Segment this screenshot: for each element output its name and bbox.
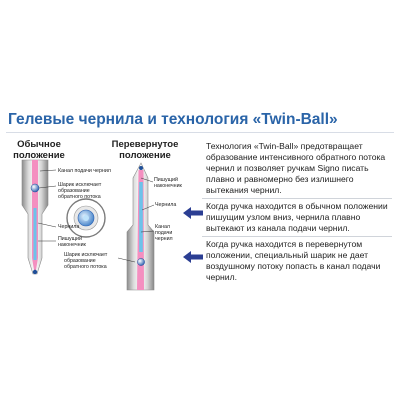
label-right-writing-tip: Пишущий наконечник: [154, 177, 182, 189]
label-writing-tip: Пишущий наконечник: [58, 236, 86, 248]
left-pen: [21, 159, 49, 275]
label-right-ink-channel: Канал подачи чернил: [155, 224, 173, 242]
left-heading: Обычное положение: [13, 139, 65, 161]
separator-1: [202, 198, 392, 199]
label-right-ball-prevents: Шарик исключает образование обратного по…: [64, 252, 108, 270]
label-right-ink: Чернила: [155, 202, 177, 208]
right-twin-ball: [137, 258, 145, 266]
left-twin-ball: [30, 183, 40, 193]
right-blue-ink: [139, 182, 143, 252]
right-tip-ball: [139, 166, 143, 170]
arrow-left-icon: [183, 251, 203, 263]
arrow-left-icon: [183, 207, 203, 219]
label-ink: Чернила: [58, 224, 80, 230]
label-ink-channel: Канал подачи чернил: [58, 168, 111, 174]
inverted-paragraph: Когда ручка находится в перевернутом пол…: [206, 239, 381, 282]
right-pen: [126, 162, 155, 291]
right-heading: Перевернутое положение: [111, 139, 179, 161]
leader-lines: [37, 169, 155, 263]
separator-2: [202, 236, 392, 237]
label-ball-prevents: Шарик исключает образование обратного по…: [58, 182, 102, 200]
left-tip-ball: [32, 269, 38, 275]
left-blue-ink: [33, 208, 37, 260]
title-divider: [6, 132, 394, 133]
normal-paragraph: Когда ручка находится в обычном положени…: [206, 201, 388, 233]
intro-paragraph: Технология «Twin-Ball» предотвращает обр…: [206, 141, 386, 195]
magnifier: [66, 198, 106, 238]
page-title: Гелевые чернила и технология «Twin-Ball»: [8, 111, 338, 128]
